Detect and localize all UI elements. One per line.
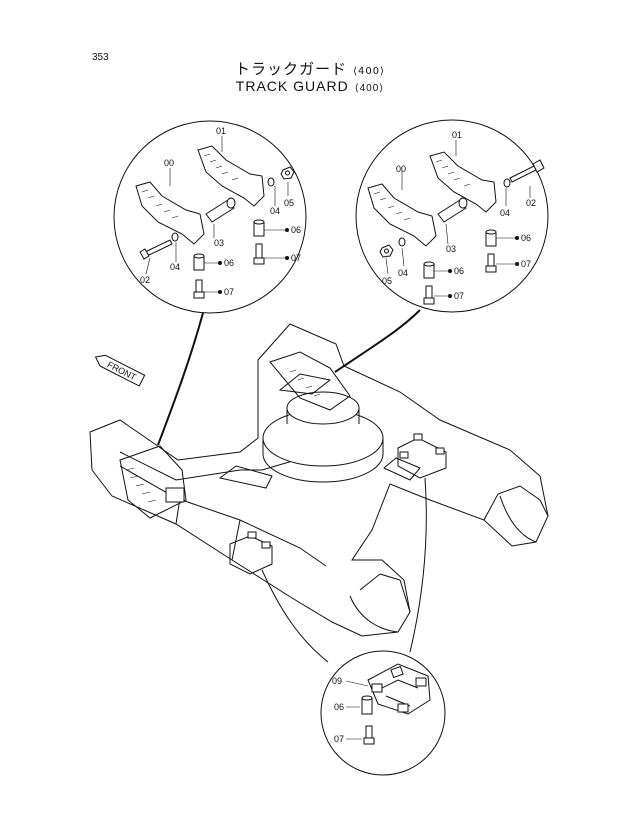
guard-part-00-r <box>367 183 437 247</box>
guard-part-01 <box>197 145 265 207</box>
front-arrow: FRONT <box>94 354 146 387</box>
callout-right-04b: 04 <box>398 268 408 278</box>
callout-right-07b: 07 <box>454 291 464 301</box>
callout-right-04a: 04 <box>500 208 510 218</box>
title-japanese-text: トラックガード <box>235 60 348 78</box>
bolt-part-07 <box>255 243 263 259</box>
title-english-text: TRACK GUARD <box>235 78 349 94</box>
guard-part-00 <box>135 181 205 245</box>
callout-bottom-07: 07 <box>334 734 344 744</box>
callout-right-07a: 07 <box>521 259 531 269</box>
detail-circle-right: 01 00 02 04 03 06 05 04 06 07 07 <box>355 119 549 313</box>
title-english: TRACK GUARD ⟨400⟩ <box>0 78 620 94</box>
callout-right-05: 05 <box>382 276 392 286</box>
callout-left-07b: 07 <box>224 287 234 297</box>
connector-bottom-right <box>409 477 427 653</box>
callout-left-06a: 06 <box>291 225 301 235</box>
callout-left-04b: 04 <box>170 262 180 272</box>
callout-right-06a: 06 <box>521 233 531 243</box>
detail-circle-left: 01 00 04 05 03 06 02 04 06 07 07 <box>113 120 307 314</box>
washer-part-04 <box>267 177 275 187</box>
callout-bottom-09: 09 <box>332 676 342 686</box>
undercarriage-frame <box>89 323 549 637</box>
bolt-part-07-b <box>365 725 373 739</box>
callout-right-02: 02 <box>526 198 536 208</box>
callout-right-06b: 06 <box>454 266 464 276</box>
connector-left <box>157 312 204 446</box>
title-japanese: トラックガード ⟨400⟩ <box>0 58 620 79</box>
callout-left-05: 05 <box>284 198 294 208</box>
connector-bottom-left <box>261 569 329 663</box>
callout-left-04a: 04 <box>270 206 280 216</box>
connector-right <box>334 309 421 373</box>
callout-left-07a: 07 <box>291 253 301 263</box>
model-code-jp: ⟨400⟩ <box>353 66 385 77</box>
callout-left-03: 03 <box>214 238 224 248</box>
callout-bottom-06: 06 <box>334 702 344 712</box>
callout-left-06b: 06 <box>224 258 234 268</box>
bracket-part-09 <box>367 663 431 715</box>
bolt-part-02-r <box>509 165 537 183</box>
nut-part-05 <box>280 166 295 180</box>
detail-circle-bottom: 09 06 07 <box>320 650 446 776</box>
bolt-part-02 <box>144 239 173 257</box>
callout-left-02: 02 <box>140 275 150 285</box>
callout-left-00: 00 <box>164 158 174 168</box>
callout-right-01: 01 <box>452 130 462 140</box>
guard-part-01-r <box>429 151 497 213</box>
callout-right-00: 00 <box>396 164 406 174</box>
callout-left-01: 01 <box>216 126 226 136</box>
callout-right-03: 03 <box>446 244 456 254</box>
model-code-en: ⟨400⟩ <box>354 83 385 94</box>
page-number: 353 <box>92 52 109 63</box>
